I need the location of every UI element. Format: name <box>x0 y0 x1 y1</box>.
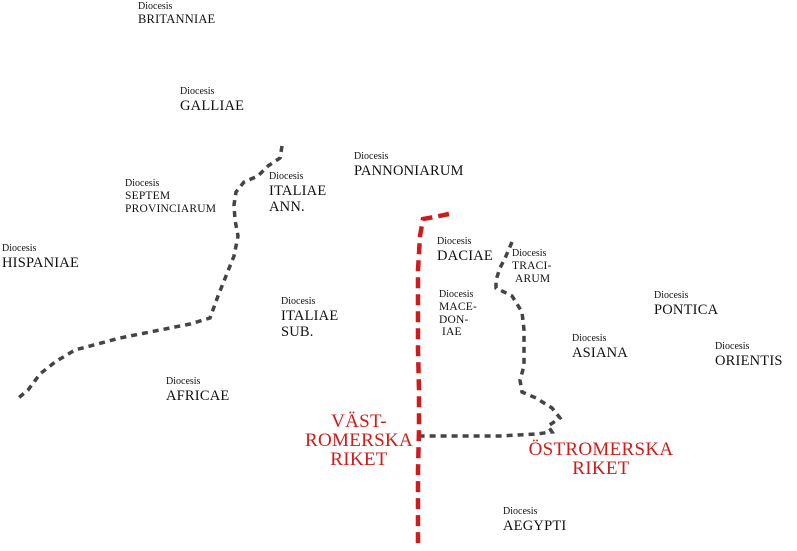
diocese-prefix: Diocesis <box>138 1 173 12</box>
diocese-prefix: Diocesis <box>125 178 160 189</box>
diocese-prefix: Diocesis <box>166 376 201 387</box>
diocese-prefix: Diocesis <box>437 236 472 247</box>
diocese-prefix: Diocesis <box>269 171 304 182</box>
diocese-orientis: Diocesis ORIENTIS <box>715 342 783 370</box>
empire-label-line: RIKET <box>330 449 388 470</box>
diocese-aegypti: Diocesis AEGYPTI <box>503 507 566 535</box>
diocese-name-line: SEPTEM <box>125 190 171 202</box>
diocese-name-line: DON- <box>439 313 469 326</box>
diocese-name: PANNONIARUM <box>354 163 464 179</box>
diocese-prefix: Diocesis <box>439 289 474 300</box>
diocese-name: ORIENTIS <box>715 353 783 369</box>
diocese-italiae-ann: Diocesis ITALIAE ANN. <box>269 172 326 215</box>
diocese-name-line: SUB. <box>281 323 314 340</box>
diocese-prefix: Diocesis <box>354 151 389 162</box>
diocese-prefix: Diocesis <box>572 333 607 344</box>
diocese-name: ASIANA <box>572 345 628 361</box>
diocese-prefix: Diocesis <box>654 290 689 301</box>
diocese-name-line: IAE <box>442 326 462 339</box>
empire-label-line: RIKET <box>572 458 630 479</box>
diocese-name: HISPANIAE <box>2 255 79 271</box>
diocese-prefix: Diocesis <box>503 506 538 517</box>
diocese-name: AEGYPTI <box>503 518 567 534</box>
diocese-daciae: Diocesis DACIAE <box>437 237 493 265</box>
diocese-pontica: Diocesis PONTICA <box>654 291 718 319</box>
diocese-name-line: MACE- <box>439 301 478 313</box>
diocese-name: PONTICA <box>654 302 719 318</box>
diocese-macedoniae: Diocesis MACE- DON- IAE <box>439 290 477 339</box>
diocese-name: GALLIAE <box>180 98 245 114</box>
diocese-traciarum: Diocesis TRACI- ARUM <box>512 249 552 285</box>
empire-label-line: ROMERSKA <box>305 430 413 451</box>
empire-label-west: VÄST- ROMERSKA RIKET <box>303 412 415 469</box>
diocese-name-line: ANN. <box>269 198 305 215</box>
diocese-name-line: ITALIAE <box>281 308 339 324</box>
diocese-britanniae: Diocesis BRITANNIAE <box>138 2 215 27</box>
diocese-italiae-sub: Diocesis ITALIAE SUB. <box>281 297 338 340</box>
diocese-prefix: Diocesis <box>715 341 750 352</box>
diocese-africae: Diocesis AFRICAE <box>166 377 229 405</box>
diocese-prefix: Diocesis <box>180 86 215 97</box>
diocese-name-line: ARUM <box>515 272 551 285</box>
diocese-name: AFRICAE <box>166 388 230 404</box>
diocese-border-west <box>14 145 284 402</box>
diocese-hispaniae: Diocesis HISPANIAE <box>2 244 79 272</box>
diocese-name: BRITANNIAE <box>138 12 216 26</box>
diocese-prefix: Diocesis <box>281 296 316 307</box>
diocese-border-east <box>420 241 563 438</box>
empire-border <box>415 211 450 546</box>
diocese-pannoniarum: Diocesis PANNONIARUM <box>354 152 464 180</box>
diocese-name: DACIAE <box>437 248 493 264</box>
diocese-septem-provinciarum: Diocesis SEPTEM PROVINCIARUM <box>125 179 216 215</box>
diocese-prefix: Diocesis <box>2 243 37 254</box>
diocese-name-line: TRACI- <box>512 260 552 272</box>
diocese-name-line: ITALIAE <box>269 183 327 199</box>
empire-label-line: VÄST- <box>331 411 387 432</box>
empire-label-east: ÖSTROMERSKA RIKET <box>521 440 681 478</box>
diocese-asiana: Diocesis ASIANA <box>572 334 628 362</box>
diocese-name-line: PROVINCIARUM <box>125 202 217 215</box>
diocese-galliae: Diocesis GALLIAE <box>180 87 244 115</box>
diocese-prefix: Diocesis <box>512 248 547 259</box>
empire-label-line: ÖSTROMERSKA <box>528 439 674 460</box>
